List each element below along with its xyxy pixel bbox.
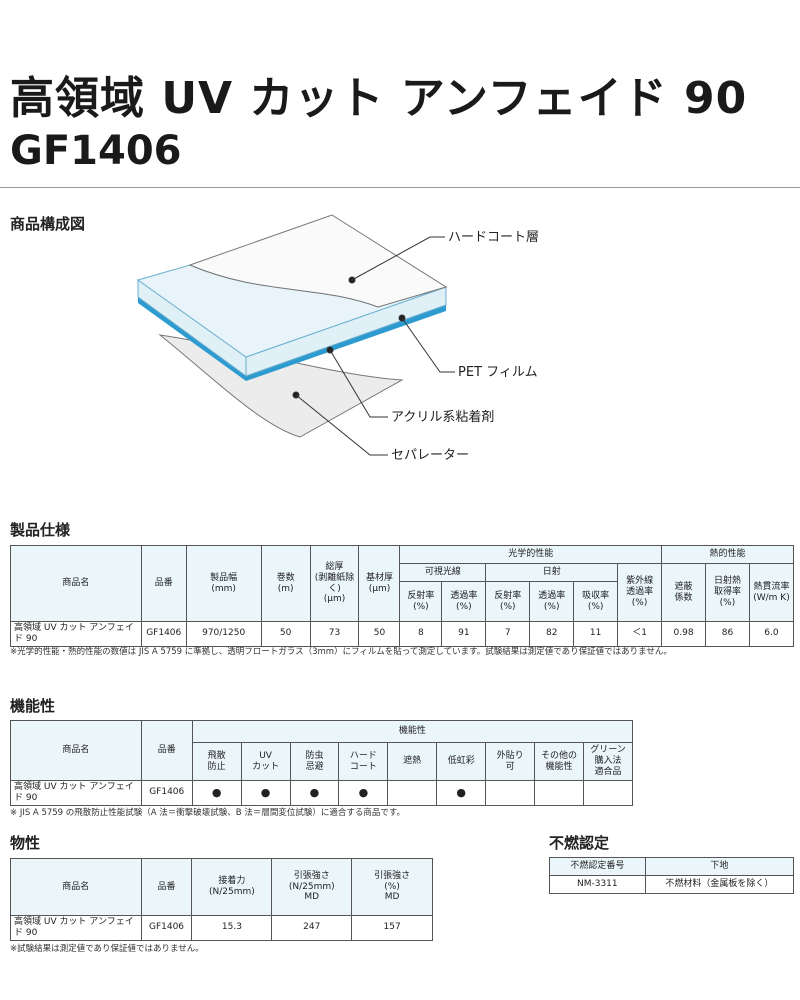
- spec-table: 商品名 品番 製品幅 (mm) 巻数 (m) 総厚 (剥離紙除く) (μm) 基…: [10, 545, 795, 647]
- spec-heatgain: 86: [705, 621, 750, 647]
- physical-heading: 物性: [10, 834, 41, 852]
- function-heading: 機能性: [10, 697, 56, 715]
- title-divider: [0, 187, 800, 188]
- table-row: NM-3311 不燃材料（金属板を除く）: [549, 875, 795, 894]
- function-h-exterior: 外貼り 可: [485, 742, 536, 781]
- label-separator: セパレーター: [391, 448, 469, 463]
- function-mark-hardcoat: ●: [338, 780, 389, 806]
- spec-h-heatgain: 日射熱 取得率 (%): [705, 563, 750, 622]
- function-mark-green: [582, 780, 634, 806]
- spec-h-name: 商品名: [10, 545, 142, 622]
- spec-h-thermal: 熱的性能: [661, 545, 794, 564]
- spec-h-roll: 巻数 (m): [260, 545, 311, 622]
- function-mark-insect: ●: [289, 780, 340, 806]
- spec-h-vis-refl: 反射率 (%): [399, 581, 443, 622]
- function-table: 商品名 品番 機能性 飛散 防止 UV カット 防虫 忌避 ハード コート 遮熱…: [10, 720, 634, 806]
- physical-name: 高領域 UV カット アンフェイド 90: [10, 915, 142, 941]
- function-h-part: 品番: [140, 720, 193, 781]
- spec-sol-refl: 7: [485, 621, 531, 647]
- function-h-shatter: 飛散 防止: [191, 742, 242, 781]
- spec-vis-refl: 8: [399, 621, 443, 647]
- spec-sol-abs: 11: [573, 621, 619, 647]
- spec-h-optical: 光学的性能: [399, 545, 663, 564]
- physical-note: ※試験結果は測定値であり保証値ではありません。: [10, 944, 204, 954]
- physical-h-name: 商品名: [10, 858, 142, 916]
- spec-roll: 50: [260, 621, 311, 647]
- physical-h-tensile: 引張強さ (N/25mm) MD: [271, 858, 353, 916]
- spec-h-uv: 紫外線 透過率 (%): [617, 563, 663, 622]
- spec-heading: 製品仕様: [10, 521, 71, 539]
- physical-adhesion: 15.3: [191, 915, 273, 941]
- spec-h-vis-trans: 透過率 (%): [441, 581, 487, 622]
- function-mark-iridescence: ●: [436, 780, 487, 806]
- fireproof-base: 不燃材料（金属板を除く）: [644, 875, 795, 894]
- physical-h-part: 品番: [140, 858, 193, 916]
- product-code: GF1406: [10, 128, 182, 174]
- fireproof-h-number: 不燃認定番号: [549, 857, 646, 876]
- function-mark-uv: ●: [240, 780, 291, 806]
- function-mark-other: [534, 780, 584, 806]
- physical-tensile: 247: [271, 915, 353, 941]
- fireproof-h-base: 下地: [644, 857, 795, 876]
- function-mark-shatter: ●: [191, 780, 242, 806]
- spec-note: ※光学的性能・熱的性能の数値は JIS A 5759 に準拠し、透明フロートガラ…: [10, 647, 672, 657]
- function-h-name: 商品名: [10, 720, 142, 781]
- label-hardcoat: ハードコート層: [448, 230, 539, 245]
- physical-table: 商品名 品番 接着力 (N/25mm) 引張強さ (N/25mm) MD 引張強…: [10, 858, 433, 941]
- spec-uv: ＜1: [617, 621, 663, 647]
- spec-h-sol-abs: 吸収率 (%): [573, 581, 619, 622]
- function-name: 高領域 UV カット アンフェイド 90: [10, 780, 142, 806]
- spec-h-sol-trans: 透過率 (%): [529, 581, 575, 622]
- spec-shading: 0.98: [661, 621, 706, 647]
- composition-diagram: ハードコート層 PET フィルム アクリル系粘着剤 セパレーター: [136, 214, 539, 463]
- function-h-group: 機能性: [191, 720, 634, 743]
- function-h-green: グリーン 購入法 適合品: [582, 742, 634, 781]
- spec-h-part: 品番: [140, 545, 187, 622]
- spec-uvalue: 6.0: [748, 621, 795, 647]
- physical-elongation: 157: [351, 915, 433, 941]
- physical-part: GF1406: [140, 915, 193, 941]
- function-h-insect: 防虫 忌避: [289, 742, 340, 781]
- physical-h-adhesion: 接着力 (N/25mm): [191, 858, 273, 916]
- spec-h-visible: 可視光線: [399, 563, 487, 582]
- spec-sol-trans: 82: [529, 621, 575, 647]
- pet-film-edge: [138, 297, 246, 381]
- spec-h-base: 基材厚 (μm): [358, 545, 401, 622]
- spec-h-sol-refl: 反射率 (%): [485, 581, 531, 622]
- hardcoat-peel: [188, 214, 448, 308]
- table-row: 高領域 UV カット アンフェイド 90 GF1406 ● ● ● ● ●: [10, 780, 634, 806]
- spec-h-total: 総厚 (剥離紙除く) (μm): [309, 545, 360, 622]
- label-pet-film: PET フィルム: [458, 365, 538, 380]
- spec-h-shading: 遮蔽 係数: [661, 563, 706, 622]
- fireproof-table: 不燃認定番号 下地 NM-3311 不燃材料（金属板を除く）: [549, 857, 795, 894]
- function-h-hardcoat: ハード コート: [338, 742, 389, 781]
- page-title: 高領域 UV カット アンフェイド 90: [10, 73, 748, 124]
- function-h-heat: 遮熱: [387, 742, 438, 781]
- label-acrylic-adhesive: アクリル系粘着剤: [391, 409, 494, 425]
- function-part: GF1406: [140, 780, 193, 806]
- spec-part: GF1406: [140, 621, 187, 647]
- physical-h-elongation: 引張強さ (%) MD: [351, 858, 433, 916]
- composition-heading: 商品構成図: [10, 215, 86, 233]
- spec-width: 970/1250: [185, 621, 262, 647]
- spec-h-width: 製品幅 (mm): [185, 545, 262, 622]
- spec-h-solar: 日射: [485, 563, 619, 582]
- function-mark-exterior: [485, 780, 536, 806]
- spec-h-uvalue: 熱貫流率 (W/m K): [748, 563, 795, 622]
- spec-name: 高領域 UV カット アンフェイド 90: [10, 621, 142, 647]
- spec-base: 50: [358, 621, 401, 647]
- fireproof-heading: 不燃認定: [549, 834, 610, 852]
- fireproof-number: NM-3311: [549, 875, 646, 894]
- table-row: 高領域 UV カット アンフェイド 90 GF1406 15.3 247 157: [10, 915, 433, 941]
- function-h-uv: UV カット: [240, 742, 291, 781]
- table-row: 高領域 UV カット アンフェイド 90 GF1406 970/1250 50 …: [10, 621, 795, 647]
- function-note: ※ JIS A 5759 の飛散防止性能試験（A 法＝衝撃破壊試験、B 法＝層間…: [10, 808, 405, 818]
- function-h-iridescence: 低虹彩: [436, 742, 487, 781]
- spec-total: 73: [309, 621, 360, 647]
- function-h-other: その他の 機能性: [534, 742, 584, 781]
- spec-vis-trans: 91: [441, 621, 487, 647]
- function-mark-heat: [387, 780, 438, 806]
